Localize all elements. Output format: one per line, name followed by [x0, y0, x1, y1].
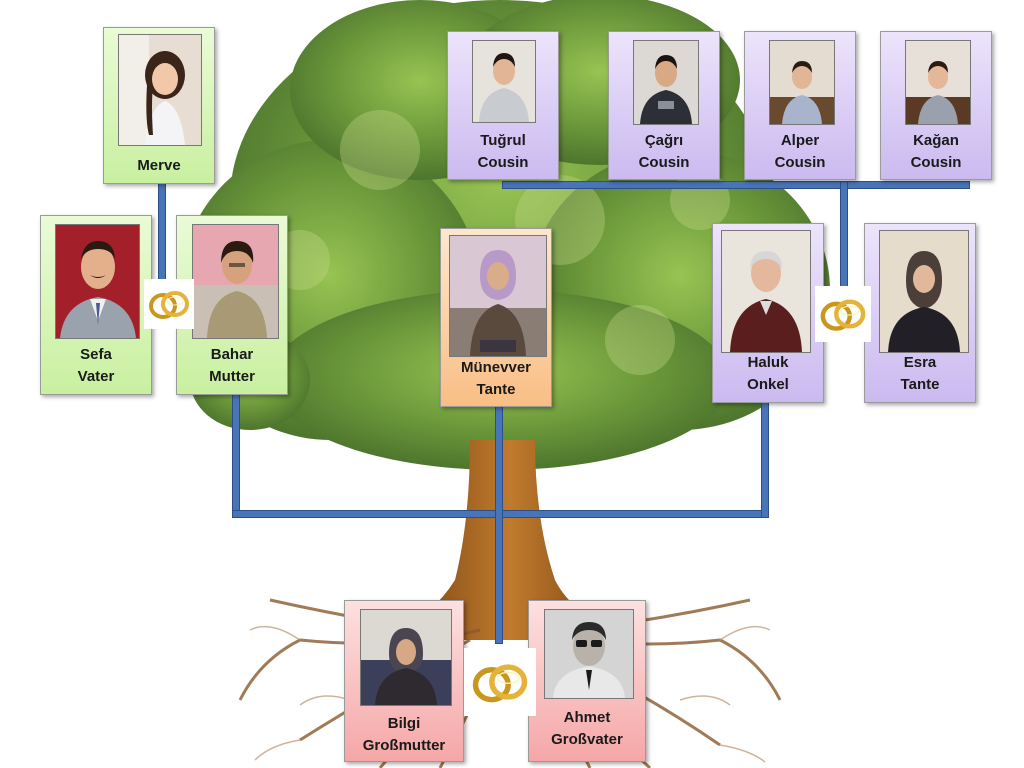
person-name: Ahmet	[563, 709, 611, 726]
person-role: Vater	[77, 368, 115, 385]
connector-merve-parents	[159, 182, 165, 286]
person-role: Cousin	[477, 154, 529, 171]
person-photo	[118, 34, 202, 146]
person-role: Tante	[476, 381, 516, 398]
connector-cousins-down	[841, 182, 847, 288]
person-name: Kağan	[913, 132, 959, 149]
person-photo	[879, 230, 969, 353]
person-name: Alper	[780, 132, 820, 149]
connector-cousins-horizontal	[503, 182, 969, 188]
person-photo	[472, 40, 536, 123]
connector-bahar-down	[233, 395, 239, 517]
person-role: Tante	[900, 376, 940, 393]
person-role: Mutter	[209, 368, 255, 385]
person-photo	[769, 40, 835, 125]
person-role: Onkel	[747, 376, 789, 393]
person-role: Großvater	[551, 731, 623, 748]
wedding-rings-icon	[464, 648, 536, 716]
person-photo	[55, 224, 140, 339]
person-name: Münevver	[460, 359, 532, 376]
person-name: Esra	[903, 354, 937, 371]
person-name: Haluk	[747, 354, 789, 371]
person-role: Cousin	[638, 154, 690, 171]
person-name: Bahar	[210, 346, 254, 363]
person-photo	[633, 40, 699, 125]
connector-haluk-down	[762, 402, 768, 517]
wedding-rings-icon	[815, 286, 871, 342]
connector-munevver-down	[496, 405, 502, 643]
person-role: Großmutter	[362, 737, 446, 754]
person-role: Cousin	[910, 154, 962, 171]
person-photo	[721, 230, 811, 353]
person-photo	[905, 40, 971, 125]
person-name: Sefa	[80, 346, 112, 363]
person-photo	[544, 609, 634, 699]
person-name: Tuğrul	[480, 132, 526, 149]
person-photo	[449, 235, 547, 357]
person-photo	[192, 224, 279, 339]
person-name: Bilgi	[387, 715, 421, 732]
wedding-rings-icon	[144, 279, 194, 329]
person-name: Çağrı	[644, 132, 684, 149]
person-photo	[360, 609, 452, 706]
person-role: Cousin	[774, 154, 826, 171]
person-name: Merve	[137, 157, 181, 174]
person-card-merve[interactable]: Merve	[103, 27, 215, 184]
